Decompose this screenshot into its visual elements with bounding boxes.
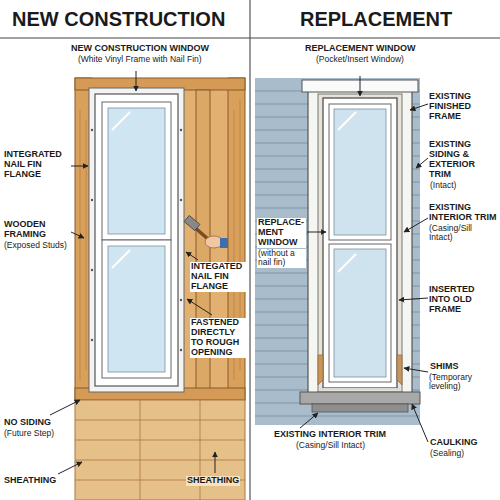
callout-label: REPLACE- MENT WINDOW — [257, 218, 306, 248]
callout-note: (Pocket/Insert Window) — [316, 55, 404, 64]
siding — [255, 78, 420, 425]
callout-label: SHEATHING — [186, 476, 240, 486]
callout-label: INSERTED INTO OLD FRAME — [429, 285, 497, 315]
callout-label: EXISTING SIDING & EXTERIOR TRIM — [429, 140, 497, 180]
panel-heading: REPLACEMENT — [300, 8, 452, 30]
callout-label: NO SIDING — [4, 418, 51, 428]
callout-note: (Casing/Sill Intact) — [429, 224, 497, 243]
panel-heading: NEW CONSTRUCTION — [12, 8, 225, 30]
callout-label: EXISTING FINISHED FRAME — [429, 92, 497, 122]
callout-label: INTEGRATED NAIL FIN FLANGE — [4, 150, 70, 180]
callout-label: EXISTING INTERIOR TRIM — [429, 203, 497, 223]
replacement-window — [300, 80, 420, 412]
callout-label: SHEATHING — [4, 476, 56, 486]
callout-label: SHIMS — [430, 362, 459, 372]
callout-label: INTEGATED NAIL FIN FLANGE — [190, 262, 247, 292]
callout-note: (Sealing) — [430, 449, 464, 458]
panel-divider — [249, 0, 250, 500]
callout-note: (without a nail fin) — [257, 249, 306, 268]
callout-note: (White Vinyl Frame with Nail Fin) — [78, 55, 202, 64]
callout-note: (Exposed Studs) — [4, 241, 67, 250]
callout-note: (Intact) — [430, 181, 456, 190]
callout-label: NEW CONSTRUCTION WINDOW — [71, 44, 209, 54]
callout-label: EXISTING INTERIOR TRIM — [274, 430, 386, 440]
new-construction-window — [89, 88, 184, 392]
callout-label: REPLACEMENT WINDOW — [305, 44, 416, 54]
callout-label: FASTENED DIRECTLY TO ROUGH OPENING — [190, 318, 247, 358]
callout-note: (Casing/Sill Intact) — [296, 441, 365, 450]
callout-note: (Temporary leveling) — [429, 373, 497, 392]
callout-label: WOODEN FRAMING — [4, 220, 70, 240]
sheathing — [75, 400, 245, 500]
leader-lines — [50, 71, 428, 474]
callout-note: (Future Step) — [4, 429, 54, 438]
hammer-hand — [184, 215, 228, 248]
callout-label: CAULKING — [430, 438, 478, 448]
